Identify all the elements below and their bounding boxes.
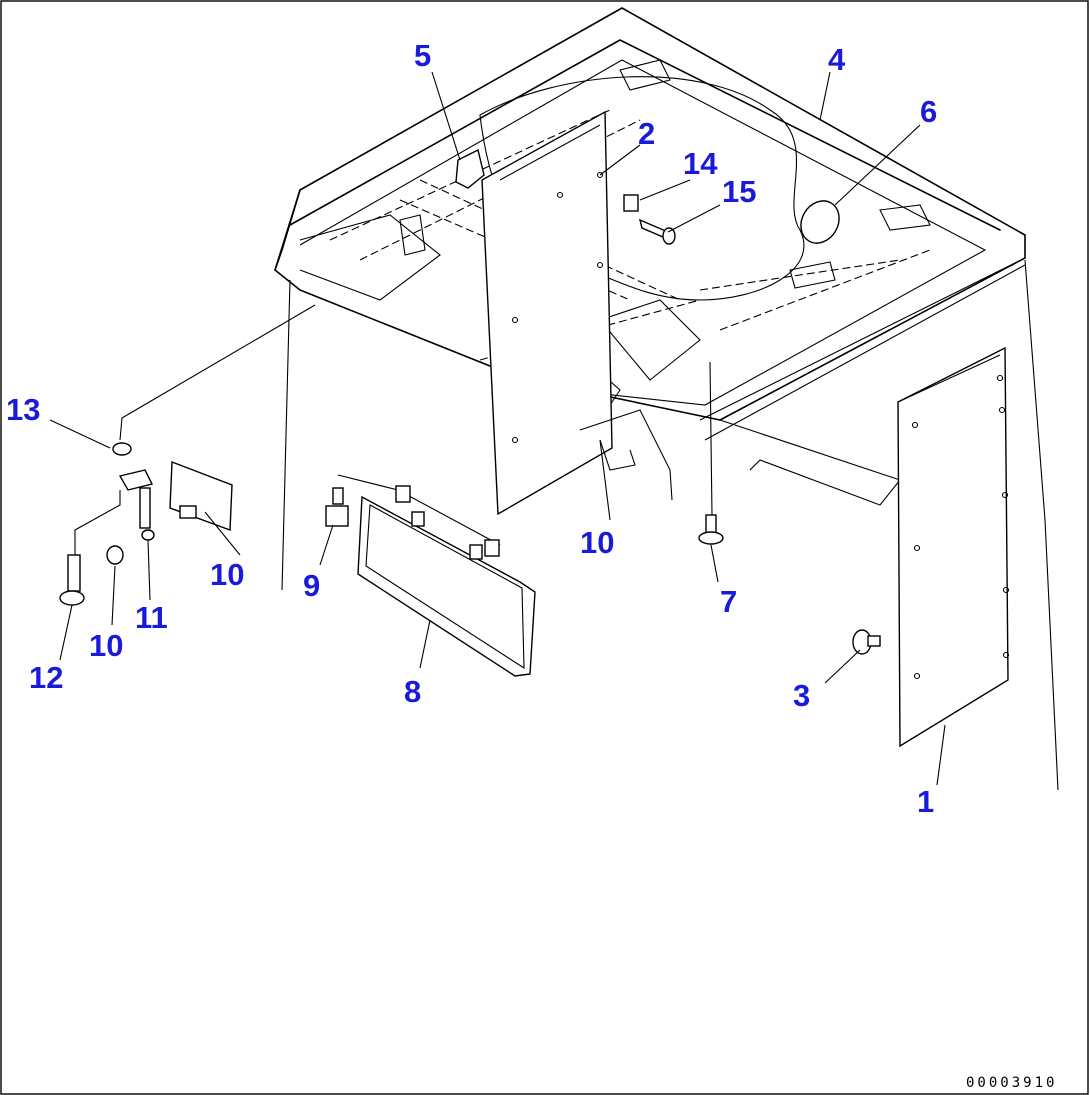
callout-5: 5 [414,38,431,73]
mirror-parts [59,304,316,606]
dome-parts [455,148,840,244]
callout-10-center: 10 [580,525,614,560]
callout-3: 3 [793,678,810,713]
callout-10-lower: 10 [89,628,123,663]
callout-labels: 5 4 2 6 14 15 13 10 9 10 11 10 7 12 8 3 … [6,38,937,819]
drawing-code: 00003910 [966,1075,1057,1091]
callout-10-left: 10 [210,557,244,592]
side-trim-panel [897,346,1010,748]
callout-2: 2 [638,116,655,151]
cab-posts [281,259,1059,791]
bolt-7 [698,361,724,545]
callout-12: 12 [29,660,63,695]
callout-14: 14 [683,146,718,181]
sun-visor [337,474,536,677]
clip-3 [852,629,881,655]
callout-11: 11 [135,600,168,635]
callout-7: 7 [720,584,737,619]
lower-bracket [579,409,901,506]
callout-4: 4 [828,42,846,77]
callout-leaders [49,71,946,786]
fastener-9 [325,487,349,527]
callout-9: 9 [303,568,320,603]
rear-trim-panel [481,110,613,516]
callout-15: 15 [722,174,756,209]
callout-6: 6 [920,94,937,129]
callout-13: 13 [6,392,40,427]
callout-1: 1 [917,784,934,819]
screws-14-15 [623,194,676,245]
callout-8: 8 [404,674,421,709]
